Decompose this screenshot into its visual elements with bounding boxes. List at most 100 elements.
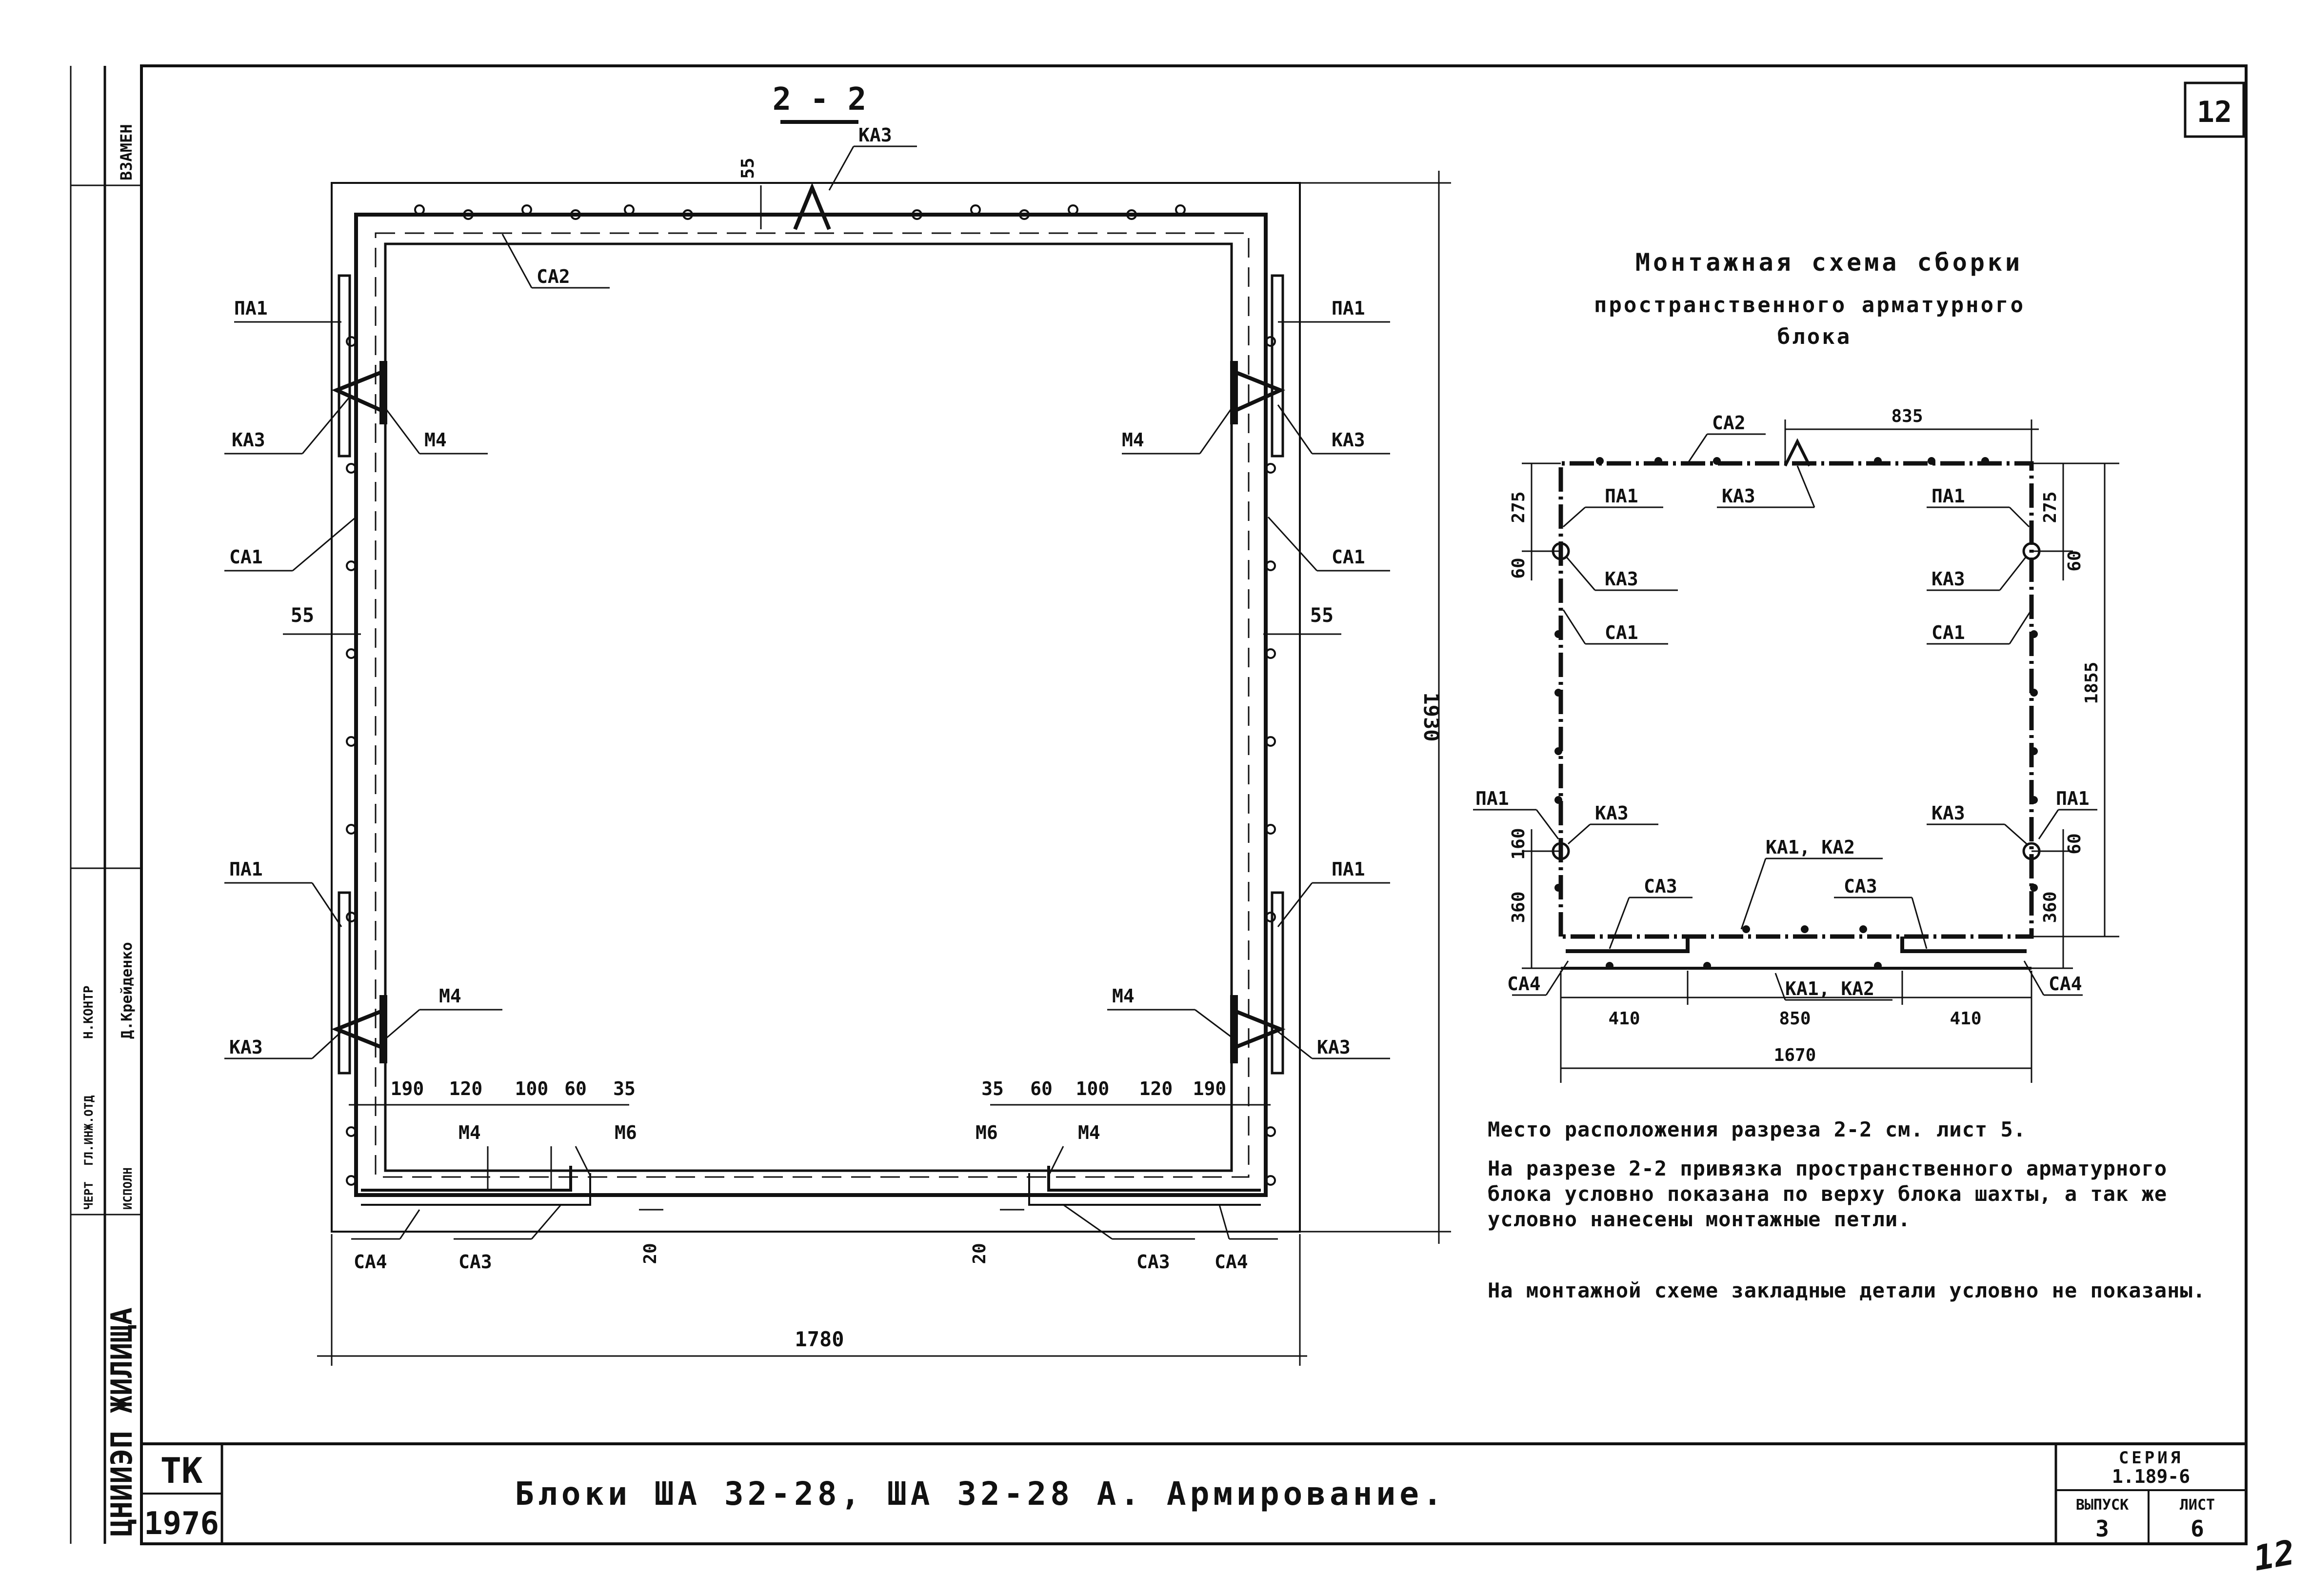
stamp-replace: ВЗАМЕН	[117, 124, 136, 180]
dim-right-offset: 55	[1310, 604, 1334, 627]
lbl-m4-r1: М4	[1122, 429, 1144, 451]
tb-title: Блоки ША 32-28, ША 32-28 А. Армирование.	[515, 1475, 1446, 1513]
stamp-role3: ИСПОЛН	[121, 1167, 135, 1210]
lbl-sa2: СА2	[537, 266, 570, 287]
loop-left-2	[331, 1008, 386, 1051]
scheme-dim-r360: 360	[2040, 891, 2060, 923]
lbl-m4-bl: М4	[458, 1122, 481, 1143]
tb-sheet-value: 6	[2191, 1516, 2204, 1542]
bar-pa1-r2	[1271, 891, 1284, 1075]
scheme-dim-br60: 60	[2065, 833, 2085, 854]
dim-br-3: 120	[1139, 1078, 1173, 1099]
scheme-cage	[1558, 461, 2034, 939]
lbl-sa3-br: СА3	[1136, 1251, 1170, 1273]
dim-left-offset: 55	[291, 604, 314, 627]
sch-lbl-ka3-r2: КА3	[1932, 802, 1965, 824]
lbl-m6-bl: М6	[615, 1122, 637, 1143]
stamp-role4: ЧЕРТ	[82, 1181, 96, 1210]
corner-number: 12	[2197, 95, 2232, 129]
dim-top-offset: 55	[738, 158, 758, 179]
scheme-dim-bl160: 160	[1509, 828, 1529, 859]
cage-inner	[375, 232, 1250, 1178]
bar-pa1-l2	[338, 891, 351, 1075]
scheme-top-loop	[1784, 438, 1811, 467]
sch-lbl-sa3-l: СА3	[1644, 876, 1677, 897]
sch-lbl-ka3-r1: КА3	[1932, 568, 1965, 590]
note-2: На разрезе 2-2 привязка пространственног…	[1488, 1157, 2168, 1231]
bar-sa3-left	[361, 1166, 572, 1192]
section-leaders	[224, 145, 1390, 1240]
lbl-ka3-top: КА3	[858, 124, 892, 146]
sch-lbl-sa1-l: СА1	[1605, 622, 1638, 643]
lbl-m4-r2: М4	[1112, 985, 1135, 1007]
sch-lbl-ka3-l1: КА3	[1605, 568, 1638, 590]
stamp-name: Д.Крейденко	[119, 942, 136, 1039]
bar-pa1-l1	[338, 274, 351, 458]
dim-overall-width: 1780	[795, 1327, 844, 1351]
dim-chain-left-labels: 190 120 100 60 35	[391, 1078, 636, 1099]
dim-bottom-offset-r: 20	[970, 1243, 990, 1264]
scheme-dim-r60: 60	[2065, 550, 2085, 571]
rebar-dots-right	[1265, 336, 1276, 1186]
sch-lbl-sa1-r: СА1	[1932, 622, 1965, 643]
bar-sa4-left	[361, 1173, 591, 1206]
lbl-sa1-l: СА1	[229, 546, 263, 568]
scheme-title-3: блока	[1777, 324, 1852, 349]
dim-br-2: 100	[1076, 1078, 1110, 1099]
scheme-dim-lines	[1522, 419, 2119, 1083]
dim-br-1: 60	[1030, 1078, 1053, 1099]
block-opening	[384, 242, 1233, 1172]
scheme-dim-tr: 275	[2040, 491, 2060, 523]
tb-series-label: СЕРИЯ	[2119, 1448, 2183, 1468]
sch-lbl-pa1-tl: ПА1	[1605, 485, 1638, 507]
note-3: На монтажной схеме закладные детали усло…	[1488, 1278, 2206, 1302]
dim-overall-height: 1930	[1419, 692, 1443, 741]
section-2-2: 2 - 2	[224, 81, 1451, 1366]
scheme-dim-b850: 850	[1779, 1009, 1811, 1029]
lbl-pa1-tl: ПА1	[234, 298, 268, 319]
bar-pa1-r1	[1271, 274, 1284, 458]
sch-lbl-pa1-br: ПА1	[2056, 788, 2090, 809]
loop-top	[793, 182, 831, 230]
tb-year: 1976	[144, 1506, 219, 1542]
handwritten-number: 12	[2250, 1532, 2298, 1578]
lbl-ka3-l1: КА3	[232, 429, 265, 451]
sch-lbl-pa1-bl: ПА1	[1475, 788, 1509, 809]
dim-bl-4: 35	[613, 1078, 636, 1099]
sch-lbl-sa3-r: СА3	[1844, 876, 1877, 897]
sch-lbl-ka12-bot: КА1, КА2	[1785, 978, 1874, 999]
assembly-scheme: Монтажная схема сборки пространственного…	[1473, 248, 2119, 1083]
scheme-dim-b410l: 410	[1608, 1009, 1640, 1029]
scheme-dim-l60: 60	[1509, 558, 1529, 579]
rebar-dots-left	[346, 336, 357, 1186]
lbl-sa1-r: СА1	[1332, 546, 1365, 568]
scheme-dim-top: 835	[1891, 406, 1923, 426]
lbl-m4-l1: М4	[424, 429, 447, 451]
sch-lbl-ka12-top: КА1, КА2	[1766, 837, 1855, 858]
loop-left-1	[331, 369, 386, 414]
plate-m4-r1	[1230, 361, 1238, 424]
dim-bl-1: 120	[449, 1078, 483, 1099]
lbl-pa1-br: ПА1	[1332, 858, 1365, 880]
scheme-labels: СА2 ПА1 КА3 ПА1 КА3 КА3 СА1 СА1 ПА1 КА3 …	[1475, 412, 2090, 999]
section-labels: КА3 СА2 ПА1 КА3 М4 СА1 ПА1 М4 КА3 ПА1 М4…	[229, 124, 1365, 1273]
stamp-org: ЦНИИЭП ЖИЛИЩА	[105, 1307, 139, 1536]
lbl-sa4-br: СА4	[1215, 1251, 1248, 1273]
scheme-dim-total: 1670	[1774, 1045, 1816, 1065]
tb-issue-label: ВЫПУСК	[2076, 1496, 2129, 1514]
scheme-dim-b410r: 410	[1950, 1009, 1981, 1029]
side-stamp: ВЗАМЕН Н.КОНТР Д.Крейденко ГЛ.ИНЖ.ОТД ИС…	[70, 66, 141, 1544]
bar-sa4-right	[1028, 1173, 1261, 1206]
scheme-dims: 835 275 275 60 60 1855 160 60 360 360 41…	[1509, 406, 2102, 1065]
lbl-ka3-l2: КА3	[229, 1037, 263, 1058]
scheme-rebar-dots	[1554, 457, 2038, 970]
note-1: Место расположения разреза 2-2 см. лист …	[1488, 1117, 2027, 1141]
stamp-role2: ГЛ.ИНЖ.ОТД	[82, 1096, 96, 1166]
cage-outer	[354, 213, 1268, 1197]
dim-br-0: 35	[981, 1078, 1004, 1099]
lbl-m4-l2: М4	[439, 985, 461, 1007]
scheme-bottom-bars	[1566, 937, 2027, 953]
lbl-pa1-tr: ПА1	[1332, 298, 1365, 319]
sch-lbl-sa2: СА2	[1712, 412, 1746, 434]
